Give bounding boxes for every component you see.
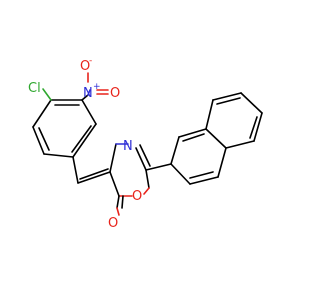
molecule-structure-svg: Cl N + O - O N O O (28, 56, 263, 231)
chlorine-label: Cl (28, 81, 41, 96)
nitro-oxygen-right-label: O (110, 86, 120, 101)
nitro-o-charge: - (89, 56, 92, 66)
chloro-nitro-phenyl-ring (32, 99, 97, 158)
methylidene-linkage (72, 156, 111, 184)
nitro-oxygen-top-label: O (80, 59, 90, 74)
oxazolone-ring: N O (109, 139, 151, 204)
naphthalene-system (145, 92, 263, 185)
nitro-group: N + O - O (80, 56, 120, 101)
nitro-n-charge: + (93, 82, 101, 92)
molecule-diagram: Cl N + O - O N O O (28, 56, 263, 231)
nitro-nitrogen-label: N (83, 86, 93, 101)
carbonyl-oxygen-label: O (108, 216, 118, 231)
ring-oxygen-label: O (132, 189, 142, 204)
carbonyl-group: O (108, 195, 124, 231)
chlorine-substituent: Cl (28, 81, 52, 101)
ring-nitrogen-label: N (123, 139, 133, 154)
